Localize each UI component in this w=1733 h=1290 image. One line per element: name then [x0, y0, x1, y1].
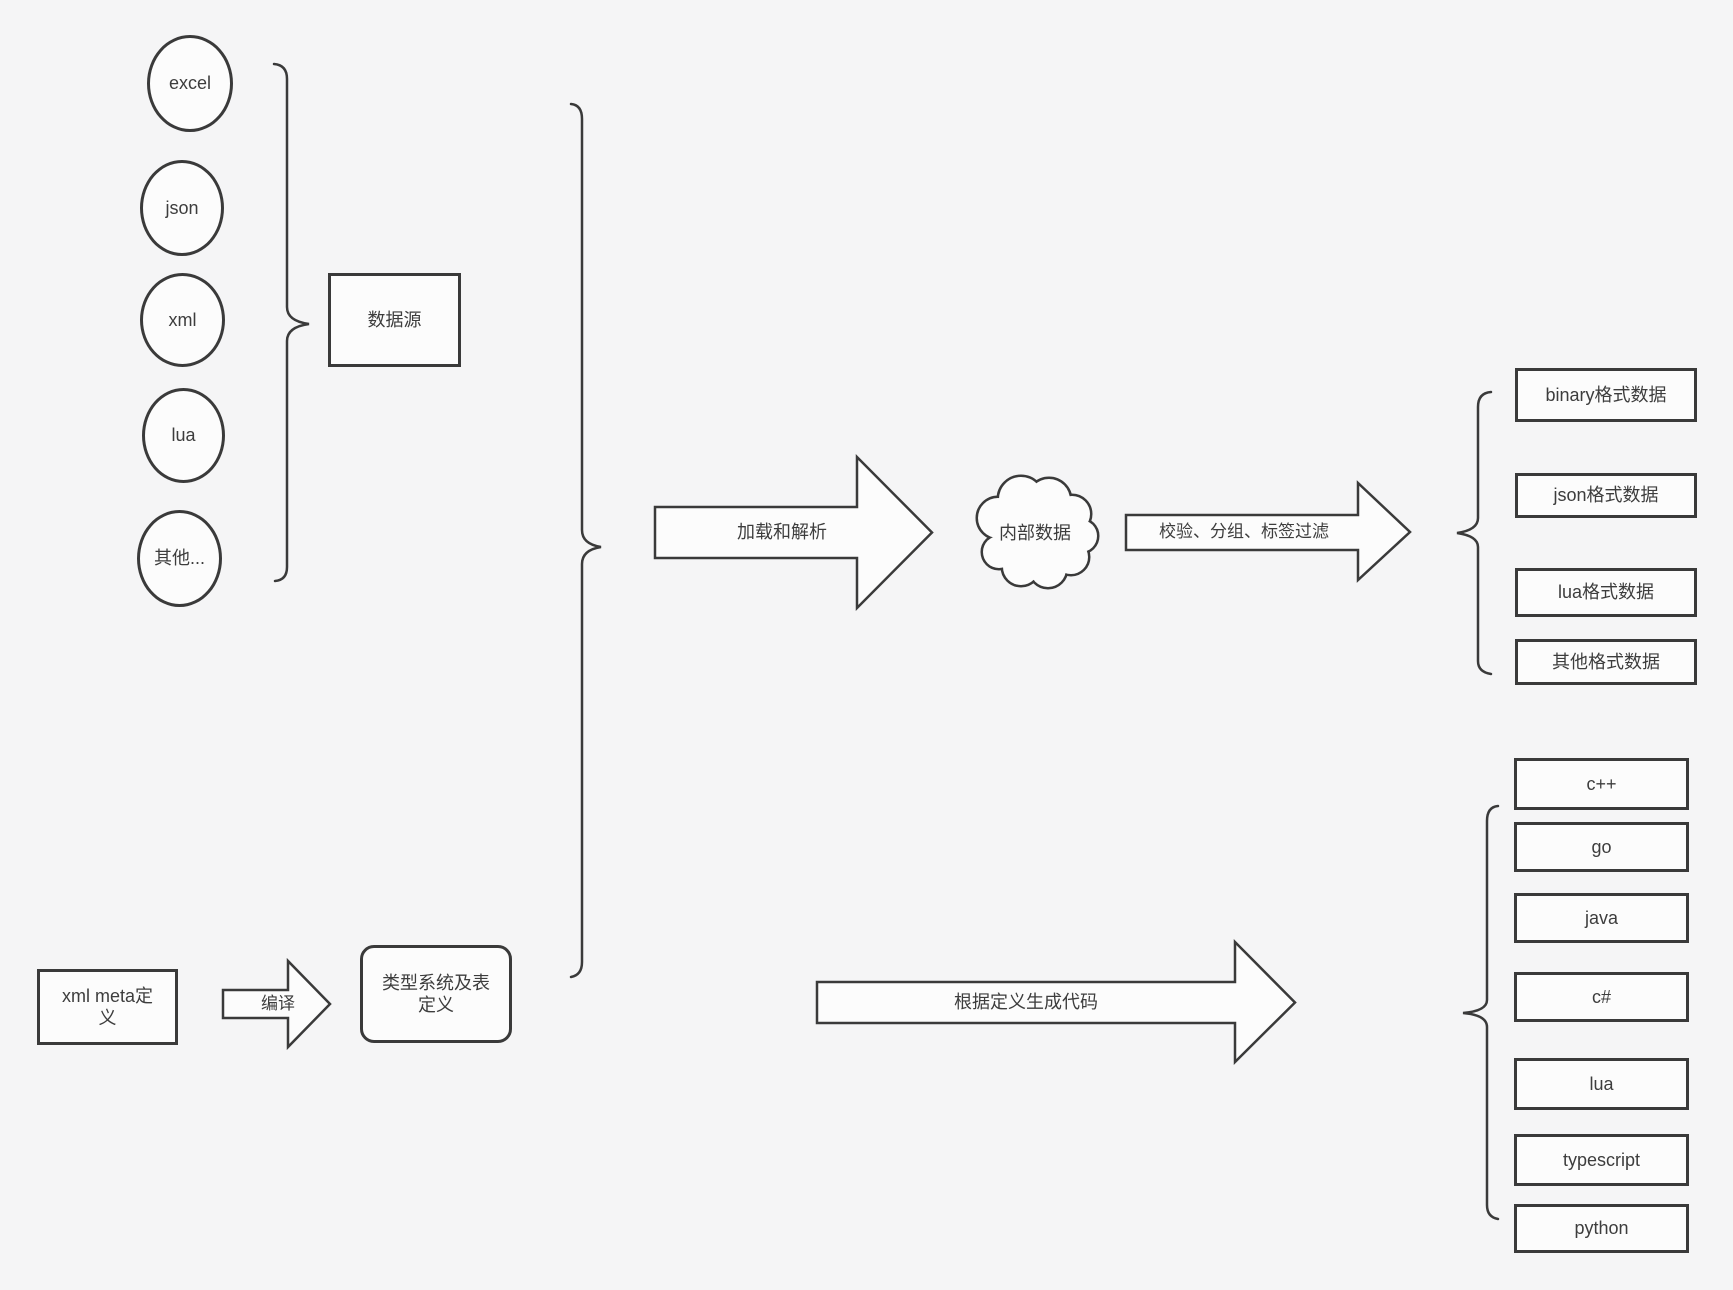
format-box-other: 其他格式数据	[1515, 639, 1697, 685]
source-node-lua: lua	[142, 388, 225, 483]
language-box-cpp: c++	[1514, 758, 1689, 810]
source-node-excel: excel	[147, 35, 233, 132]
format-box-label: lua格式数据	[1557, 582, 1655, 603]
language-box-typescript: typescript	[1514, 1134, 1689, 1186]
filter-arrow-shape	[1124, 480, 1412, 583]
language-box-lua: lua	[1514, 1058, 1689, 1110]
xml-meta-box: xml meta定义	[37, 969, 178, 1045]
compile-arrow-shape	[221, 957, 332, 1051]
source-node-label: 其他...	[153, 548, 205, 569]
source-node-label: json	[165, 197, 199, 218]
xml-meta-label: xml meta定义	[61, 985, 153, 1029]
internal-data-cloud	[975, 474, 1100, 590]
source-node-label: excel	[168, 73, 212, 94]
format-box-label: 其他格式数据	[1552, 651, 1660, 672]
format-box-label: json格式数据	[1553, 485, 1659, 506]
load-parse-arrow-shape	[653, 453, 934, 612]
format-box-binary: binary格式数据	[1515, 368, 1697, 422]
language-box-label: c#	[1591, 986, 1611, 1007]
language-box-java: java	[1514, 893, 1689, 943]
source-node-label: lua	[171, 425, 196, 446]
type-system-box: 类型系统及表定义	[360, 945, 512, 1043]
language-box-go: go	[1514, 822, 1689, 872]
language-box-label: python	[1574, 1218, 1629, 1239]
language-box-label: go	[1591, 836, 1612, 857]
language-box-csharp: c#	[1514, 972, 1689, 1022]
brace-pipeline-input	[569, 102, 602, 979]
type-system-label: 类型系统及表定义	[382, 972, 490, 1016]
generate-code-arrow-shape	[815, 938, 1297, 1065]
source-node-label: xml	[168, 309, 197, 330]
language-box-label: typescript	[1562, 1149, 1641, 1170]
language-box-label: c++	[1586, 773, 1617, 794]
source-node-xml: xml	[140, 273, 225, 367]
brace-languages	[1462, 804, 1500, 1221]
format-box-json: json格式数据	[1515, 473, 1697, 518]
format-box-label: binary格式数据	[1545, 384, 1667, 405]
brace-sources	[272, 62, 310, 583]
brace-data-formats	[1456, 390, 1493, 676]
format-box-lua: lua格式数据	[1515, 568, 1697, 617]
source-node-json: json	[140, 160, 224, 256]
source-node-other: 其他...	[137, 510, 222, 607]
language-box-label: java	[1584, 907, 1619, 928]
data-source-box: 数据源	[328, 273, 461, 367]
language-box-python: python	[1514, 1204, 1689, 1253]
data-source-label: 数据源	[367, 309, 422, 330]
language-box-label: lua	[1589, 1073, 1614, 1094]
